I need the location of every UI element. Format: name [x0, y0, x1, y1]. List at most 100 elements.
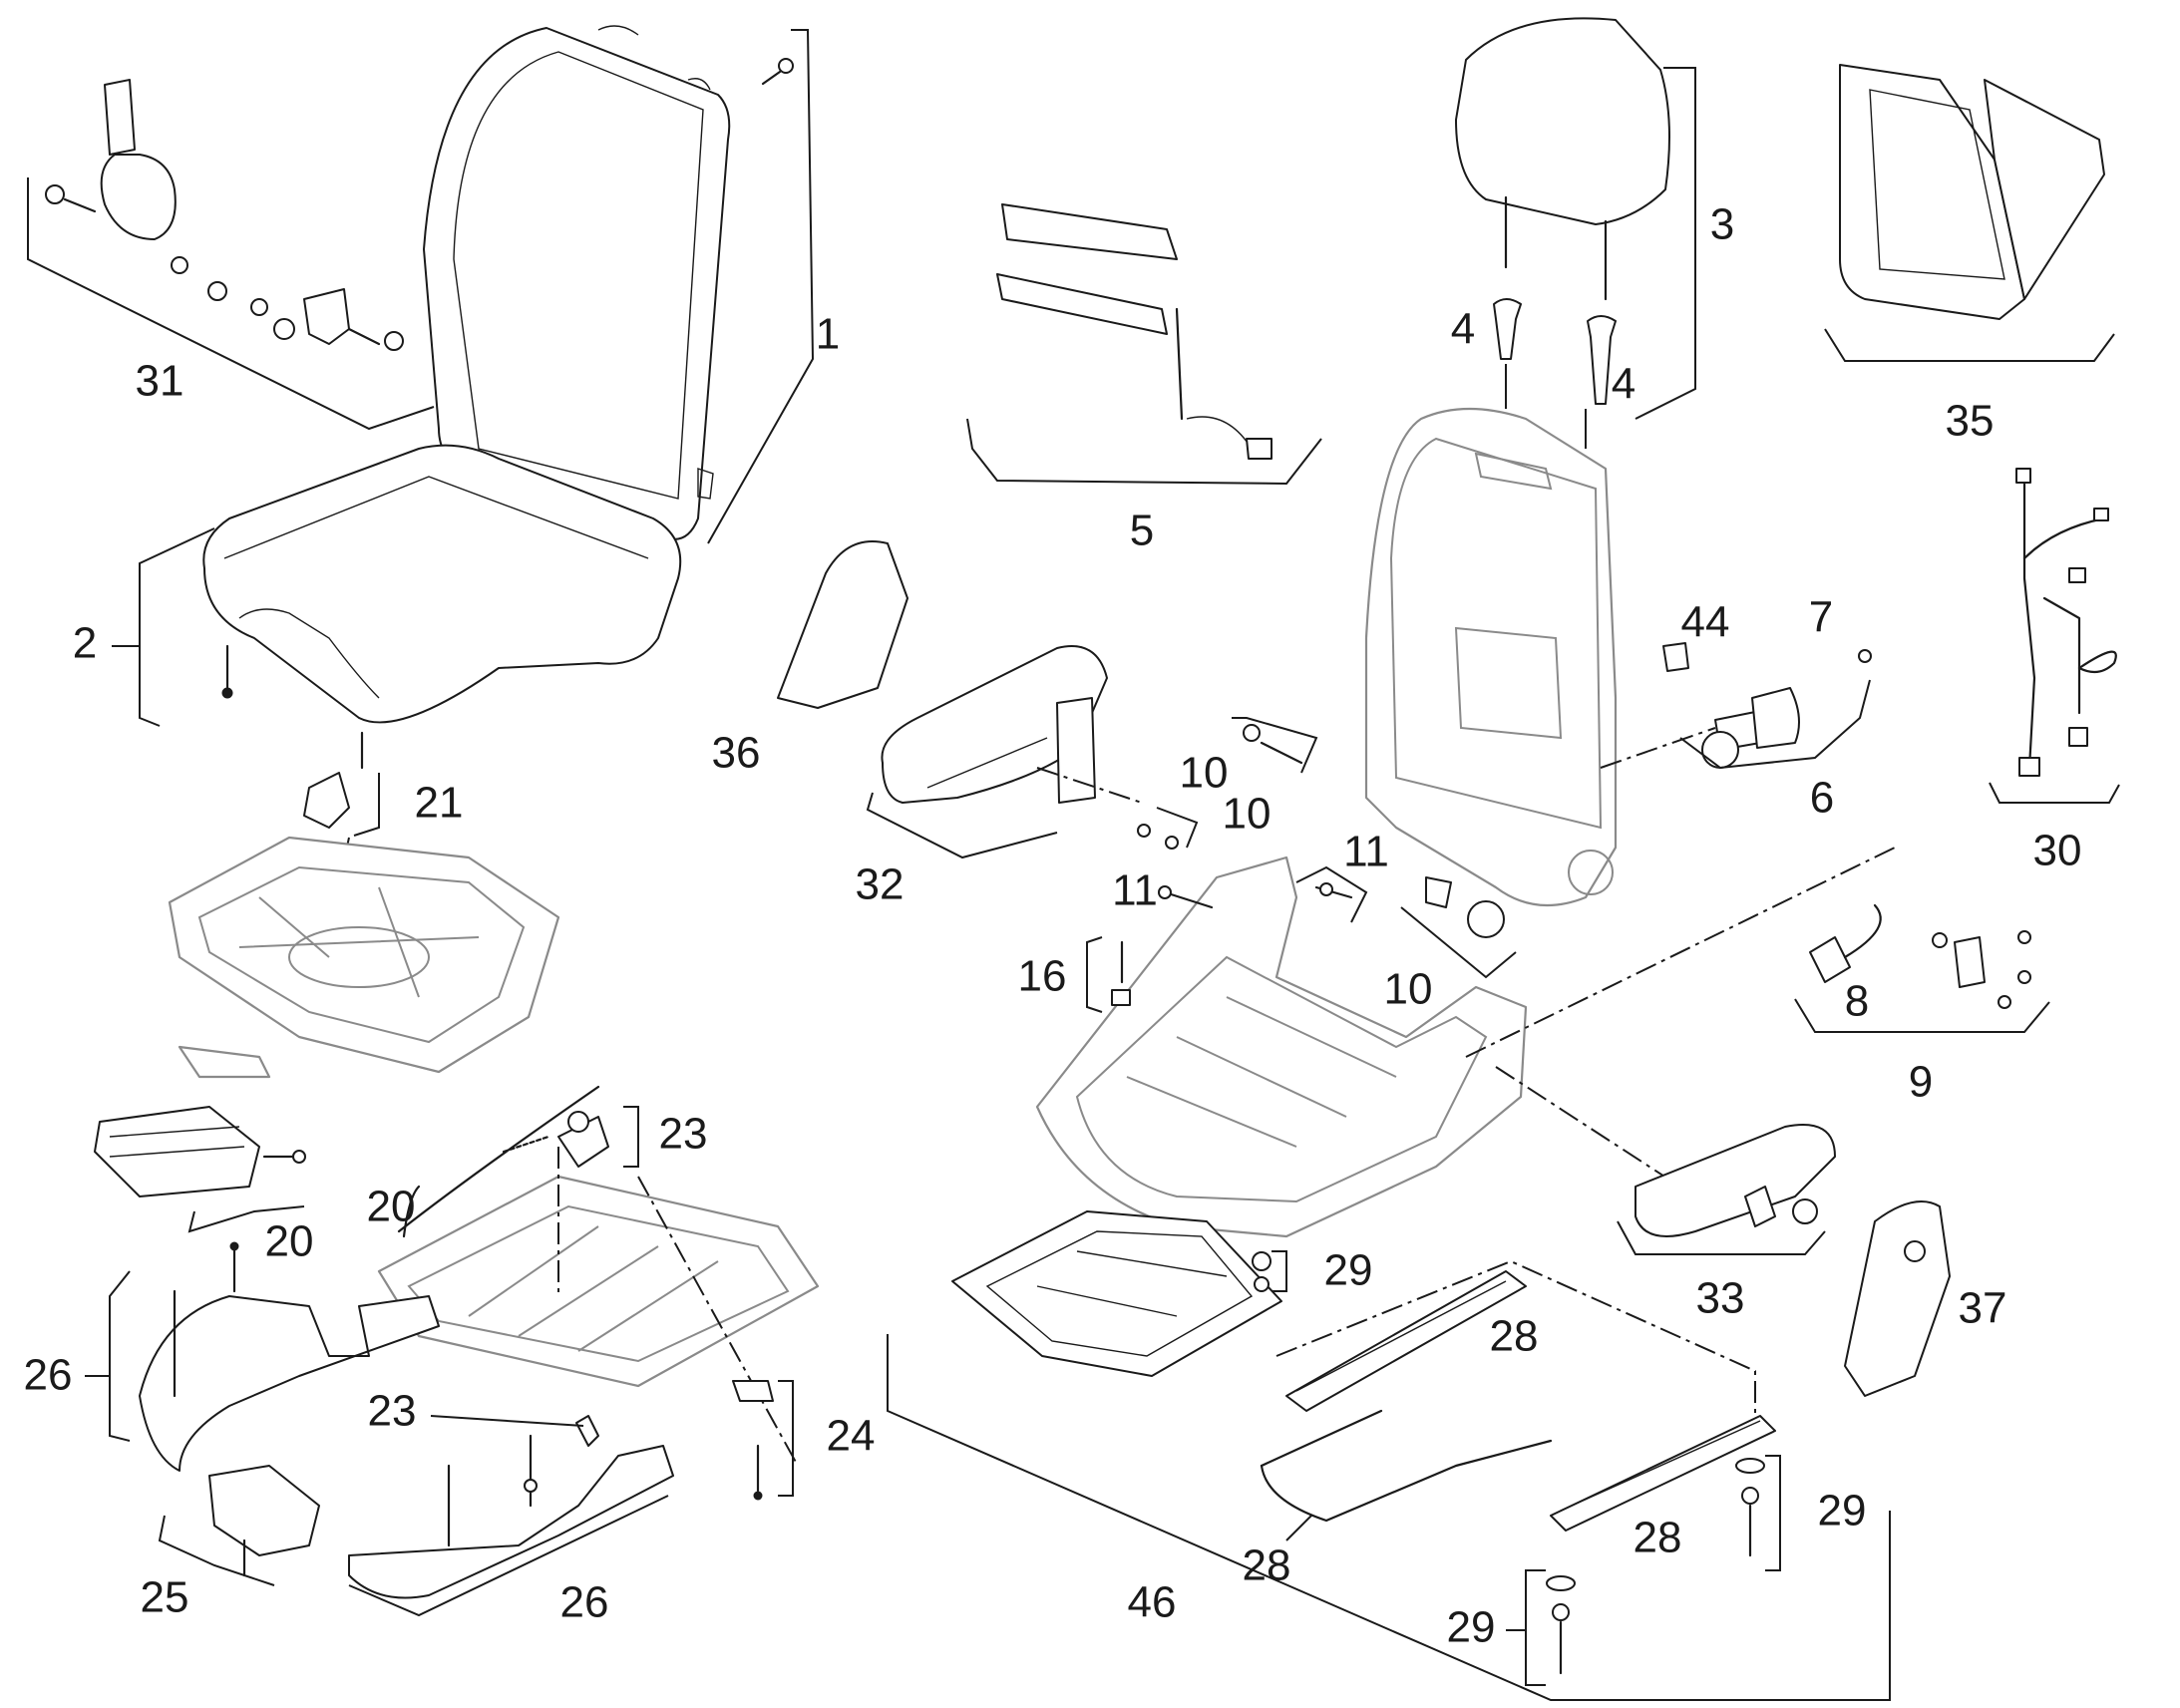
bolt-29-lower — [1546, 1575, 1576, 1675]
callout-11-left: 11 — [1112, 866, 1158, 915]
callout-36: 36 — [712, 729, 761, 778]
callout-32: 32 — [856, 860, 905, 909]
seat-track-lower — [1550, 1415, 1776, 1532]
bolt-29-right — [1735, 1458, 1765, 1557]
callout-bracket-6 — [1679, 679, 1871, 770]
pivot-bushing-23 — [575, 1415, 599, 1447]
callout-23-upper: 23 — [659, 1110, 708, 1159]
lever-8 — [1809, 903, 1882, 983]
dashed-leader-frame — [1465, 847, 1896, 1058]
callout-bracket-16 — [1086, 936, 1103, 1013]
callout-bracket-30 — [1989, 782, 2120, 804]
clip-16 — [1111, 940, 1131, 1006]
callout-21: 21 — [415, 779, 464, 828]
callout-29-right: 29 — [1818, 1487, 1867, 1536]
callout-29-upper: 29 — [1324, 1246, 1373, 1295]
callout-33: 33 — [1696, 1274, 1745, 1323]
lumbar-support-5 — [996, 203, 1272, 460]
callout-bracket-5 — [966, 418, 1322, 486]
callout-29-lower: 29 — [1447, 1603, 1496, 1652]
headrest-guide-right — [1587, 315, 1617, 405]
headrest — [1455, 17, 1670, 301]
seat-back-panel-35 — [1839, 64, 2105, 320]
callout-7: 7 — [1809, 593, 1833, 642]
callout-bracket-33 — [1617, 1220, 1826, 1255]
callout-bracket-9 — [1794, 998, 2050, 1033]
callout-bracket-31 — [27, 177, 435, 431]
bolt-11-left — [1158, 885, 1214, 909]
callout-4-right: 4 — [1612, 360, 1635, 409]
armrest-left — [881, 645, 1108, 804]
callout-bracket-32 — [866, 792, 1058, 859]
callout-44: 44 — [1681, 598, 1730, 647]
callout-1: 1 — [816, 310, 840, 359]
callout-3: 3 — [1710, 200, 1734, 249]
callout-28-upper: 28 — [1490, 1312, 1539, 1361]
callout-bracket-26a — [109, 1270, 131, 1442]
callout-bracket-3 — [1635, 67, 1696, 420]
callout-28-right: 28 — [1634, 1514, 1682, 1562]
callout-4-left: 4 — [1451, 305, 1475, 354]
callout-11-right: 11 — [1343, 828, 1389, 876]
return-spring-and-cable — [397, 1085, 609, 1238]
callout-31: 31 — [136, 357, 184, 406]
callout-bracket-29c — [1525, 1569, 1546, 1686]
callout-6: 6 — [1810, 774, 1834, 823]
callout-bracket-29a — [1272, 1250, 1287, 1292]
callout-bracket-26b — [348, 1495, 669, 1617]
callout-bracket-10c — [1156, 807, 1199, 849]
bolt-11-right — [1314, 882, 1353, 899]
bracket-9-hardware — [1932, 930, 2031, 1009]
wiring-harness-30 — [2015, 468, 2117, 777]
callout-bracket-29b — [1765, 1455, 1781, 1571]
side-trim-37 — [1844, 1200, 1951, 1397]
recliner-knob-7 — [1701, 649, 1872, 769]
dashed-leader-6 — [1600, 727, 1716, 769]
seat-base-cushion — [202, 444, 682, 724]
callout-28-lower-leader — [1285, 1515, 1312, 1541]
callout-9: 9 — [1909, 1058, 1933, 1107]
seat-riser-46 — [951, 1210, 1282, 1377]
callout-20-upper: 20 — [367, 1183, 416, 1231]
armrest-right — [1635, 1124, 1836, 1237]
track-cover-parts — [94, 1045, 306, 1197]
callout-5: 5 — [1130, 507, 1154, 555]
bolt-10-upper — [1243, 724, 1303, 765]
recliner-handle-25 — [208, 1465, 320, 1577]
callout-bracket-11b — [1295, 865, 1368, 923]
dashed-leader-lower-pan — [557, 1147, 799, 1467]
clip-44 — [1662, 642, 1689, 672]
callout-26-left: 26 — [24, 1351, 73, 1400]
callout-bracket-2 — [139, 527, 215, 727]
callout-10-mid: 10 — [1223, 790, 1272, 839]
callout-bracket-24 — [778, 1380, 794, 1497]
callout-10-upper: 10 — [1180, 749, 1229, 798]
seat-lower-pan — [377, 1175, 820, 1388]
callout-bracket-35 — [1824, 328, 2115, 362]
callout-bracket-10a — [1232, 717, 1318, 774]
track-release-bar — [1260, 1409, 1553, 1523]
callout-bracket-20a — [187, 1205, 305, 1233]
recliner-10 — [1425, 876, 1505, 938]
seat-track-upper — [1285, 1270, 1527, 1412]
callout-bracket-25 — [158, 1515, 275, 1586]
callout-2: 2 — [73, 619, 97, 668]
callout-24: 24 — [827, 1412, 876, 1461]
bolt-10-lower — [1137, 824, 1179, 850]
dashed-leader-32 — [1036, 767, 1143, 804]
callout-bracket-23a — [623, 1106, 639, 1168]
seat-belt-assembly — [45, 79, 404, 351]
back-cushion-screw — [761, 58, 794, 86]
pin-24 — [732, 1380, 774, 1501]
side-trim-36 — [777, 540, 908, 709]
callout-20-lower: 20 — [265, 1217, 314, 1266]
callout-bracket-21 — [353, 773, 380, 837]
callout-8: 8 — [1845, 977, 1869, 1026]
callout-30: 30 — [2033, 827, 2082, 875]
callout-16: 16 — [1018, 952, 1067, 1001]
callout-46: 46 — [1128, 1578, 1177, 1627]
callout-bracket-46 — [887, 1334, 1891, 1701]
callout-bracket-1 — [707, 29, 815, 544]
callout-23-lower: 23 — [368, 1387, 417, 1436]
